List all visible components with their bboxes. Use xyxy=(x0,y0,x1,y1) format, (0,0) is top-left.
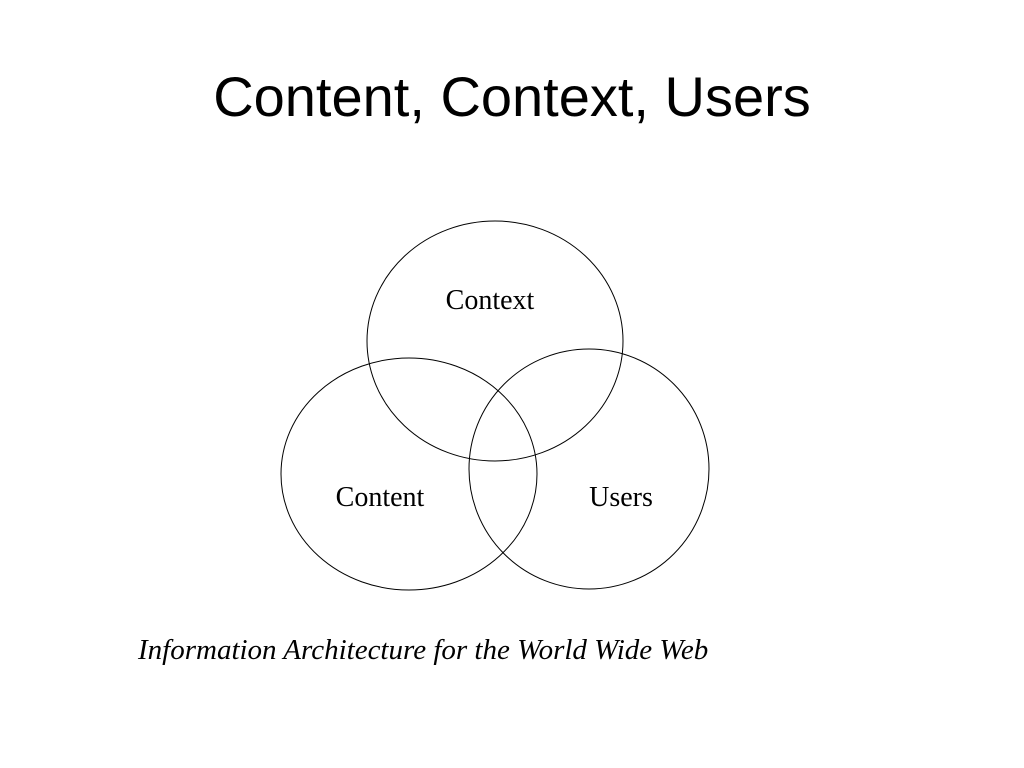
slide-title: Content, Context, Users xyxy=(213,65,811,128)
context-label: Context xyxy=(446,285,535,316)
context-circle xyxy=(366,220,624,462)
content-label: Content xyxy=(336,482,425,513)
source-caption: Information Architecture for the World W… xyxy=(138,634,709,666)
users-circle xyxy=(468,348,710,590)
users-label: Users xyxy=(589,482,653,513)
content-circle xyxy=(280,357,538,591)
